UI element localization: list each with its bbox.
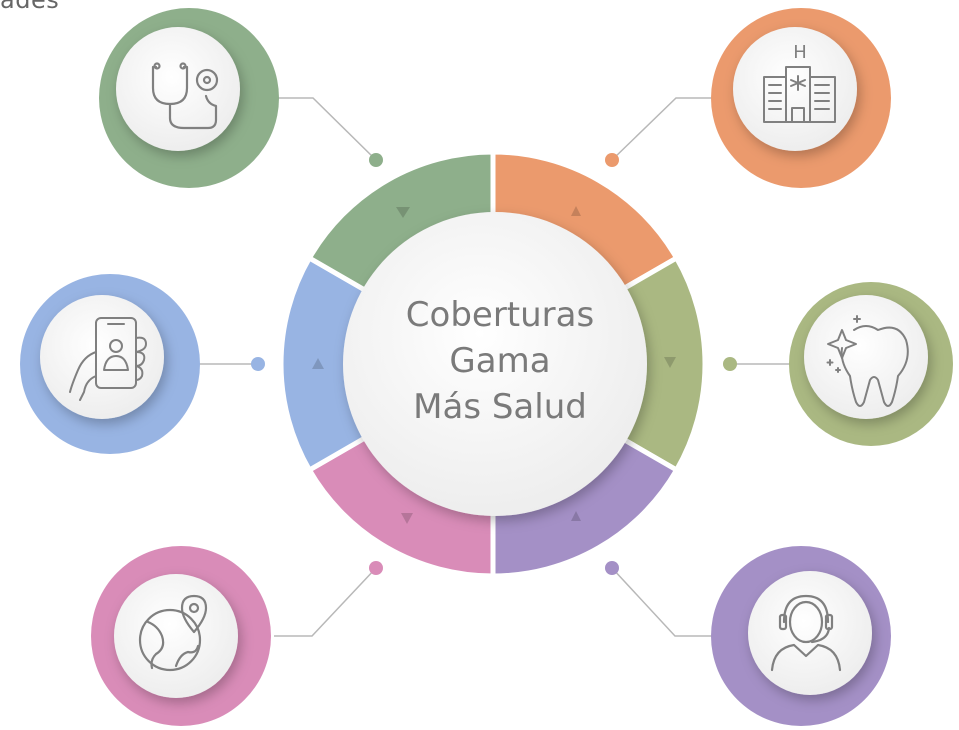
node-inner-pink [114,574,238,698]
mobile-telemedicine-icon [69,317,147,401]
support-agent-icon [770,594,842,672]
center-title: Coberturas Gama Más Salud [340,292,660,430]
center-circle [343,212,647,516]
connector-lines [196,97,795,637]
corner-text: ades [0,0,60,14]
arrow-orange [571,206,581,216]
dot-orange [605,153,619,167]
connector-hospital [611,97,716,161]
node-hospital: H [711,8,891,188]
connector-dots [251,153,737,575]
globe-location-icon [138,594,208,672]
connector-support [611,567,716,637]
tooth-icon [826,315,909,407]
arrow-blue [312,358,324,369]
dot-olive [723,357,737,371]
connector-globe [274,567,377,637]
connector-stethoscope [274,97,377,161]
dot-purple [605,561,619,575]
center-title-line1: Coberturas [405,295,595,335]
node-stethoscope [99,8,279,188]
center-title-line3: Más Salud [413,387,587,427]
node-globe [91,546,271,726]
node-inner-blue [40,295,164,419]
node-support [711,546,891,726]
center-title-line2: Gama [449,341,551,381]
node-inner-green [116,27,240,151]
dot-green [369,153,383,167]
hospital-icon: H [763,42,836,123]
ring-arrows [312,206,676,524]
dot-pink [369,561,383,575]
node-tooth [789,282,953,446]
node-inner-olive [804,295,928,419]
dot-blue [251,357,265,371]
node-mobile [20,274,200,454]
arrow-purple [571,511,581,521]
svg-text:H: H [793,42,807,63]
arrow-olive [664,357,676,368]
arrow-pink [401,513,413,524]
node-inner-purple [748,571,872,695]
stethoscope-icon [151,62,219,130]
arrow-green [396,207,410,218]
